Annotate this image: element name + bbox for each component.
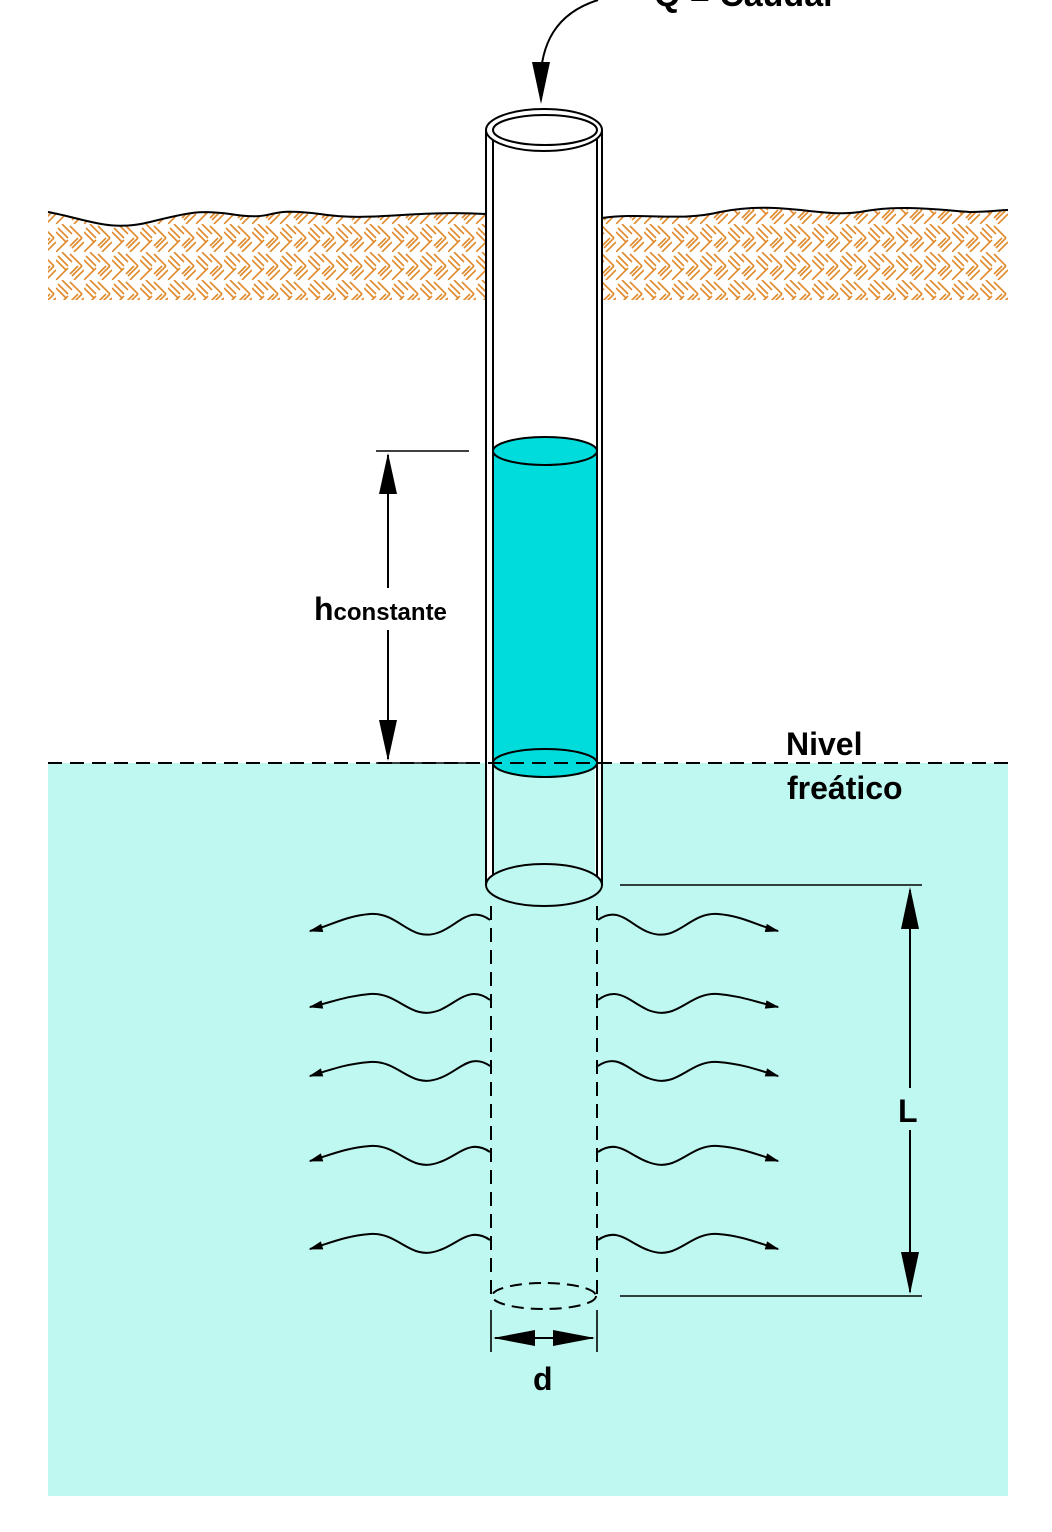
seepage-arrow-right-3 — [597, 1060, 780, 1082]
length-arrowhead-bottom — [901, 1252, 919, 1294]
pipe-bottom-opening — [485, 863, 603, 907]
seepage-arrow-right-2 — [597, 992, 780, 1014]
test-section-bottom — [491, 1282, 597, 1310]
seepage-arrow-right-5 — [597, 1232, 780, 1254]
ground-surface-right — [601, 206, 1009, 219]
head-label-main: h — [314, 591, 334, 627]
seepage-arrow-left-4 — [308, 1144, 491, 1166]
head-arrowhead-bottom — [379, 720, 397, 761]
length-arrowhead-top — [901, 887, 919, 929]
flow-label: Q = Caudal — [654, 0, 833, 14]
pipe-top-inner — [492, 114, 598, 146]
water-table-label-line2: freático — [787, 770, 903, 806]
seepage-arrows-right — [597, 912, 780, 1254]
head-label: hconstante — [314, 591, 447, 627]
flow-arrow — [539, 0, 599, 101]
water-column — [493, 451, 597, 763]
soil-layer — [48, 211, 486, 300]
length-label: L — [898, 1093, 918, 1129]
seepage-arrow-right-4 — [597, 1144, 780, 1166]
seepage-arrow-left-3 — [308, 1060, 491, 1082]
seepage-arrow-left-1 — [308, 912, 491, 936]
diameter-arrowhead-left — [493, 1330, 535, 1346]
water-table-label-line1: Nivel — [786, 726, 862, 762]
soil-layer-right — [602, 207, 1008, 300]
seepage-arrow-right-1 — [597, 912, 780, 936]
seepage-arrow-left-2 — [308, 992, 491, 1014]
flow-arrowhead — [532, 62, 550, 104]
head-label-sub: constante — [334, 599, 447, 626]
diameter-arrowhead-right — [553, 1330, 595, 1346]
seepage-arrow-left-5 — [308, 1232, 491, 1254]
head-arrowhead-top — [379, 453, 397, 494]
water-top-surface — [492, 436, 598, 466]
diameter-label: d — [533, 1361, 553, 1397]
ground-surface-left — [47, 210, 487, 227]
seepage-arrows-left — [308, 912, 491, 1254]
